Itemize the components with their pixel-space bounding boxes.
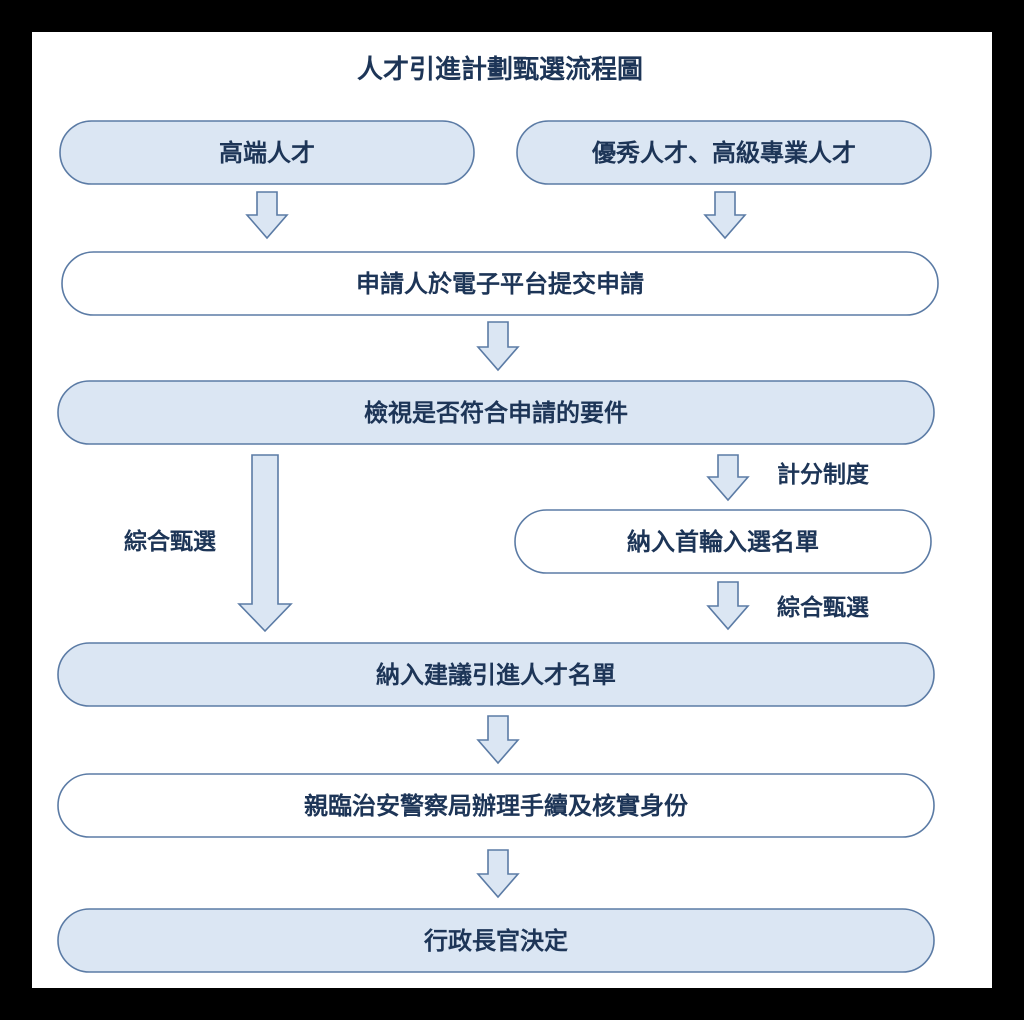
node-first-round-label: 納入首輪入選名單 bbox=[627, 528, 819, 556]
diagram-title: 人才引進計劃甄選流程圖 bbox=[357, 54, 643, 85]
node-submit-label: 申請人於電子平台提交申請 bbox=[356, 270, 644, 298]
node-check-label: 檢視是否符合申請的要件 bbox=[364, 399, 628, 427]
node-top-right-shape bbox=[516, 120, 932, 185]
arrow-comprehensive-right bbox=[706, 581, 750, 631]
edge-label-comprehensive-left: 綜合甄選 bbox=[124, 528, 216, 555]
node-police-label: 親臨治安警察局辦理手續及核實身份 bbox=[304, 792, 689, 820]
node-decision-shape bbox=[57, 908, 935, 973]
node-top-left-shape bbox=[59, 120, 475, 185]
arrow-scoring bbox=[706, 454, 750, 502]
edge-label-comprehensive-right: 綜合甄選 bbox=[777, 594, 869, 621]
arrow-recommended-police bbox=[476, 715, 520, 765]
node-top-right-label: 優秀人才、高級專業人才 bbox=[591, 139, 856, 167]
node-recommended-label: 納入建議引進人才名單 bbox=[376, 661, 616, 689]
arrow-police-decision bbox=[476, 849, 520, 899]
node-check-shape bbox=[57, 380, 935, 445]
node-police-shape bbox=[57, 773, 935, 838]
arrow-top-left bbox=[245, 191, 289, 240]
node-submit-shape bbox=[61, 251, 939, 316]
arrow-submit-check bbox=[476, 321, 520, 372]
arrow-top-right bbox=[703, 191, 747, 240]
arrow-comprehensive-left bbox=[237, 454, 293, 633]
node-decision-label: 行政長官決定 bbox=[423, 927, 568, 955]
node-first-round-shape bbox=[514, 509, 932, 574]
edge-label-scoring: 計分制度 bbox=[777, 461, 870, 488]
node-recommended-shape bbox=[57, 642, 935, 707]
node-top-left-label: 高端人才 bbox=[219, 139, 315, 167]
